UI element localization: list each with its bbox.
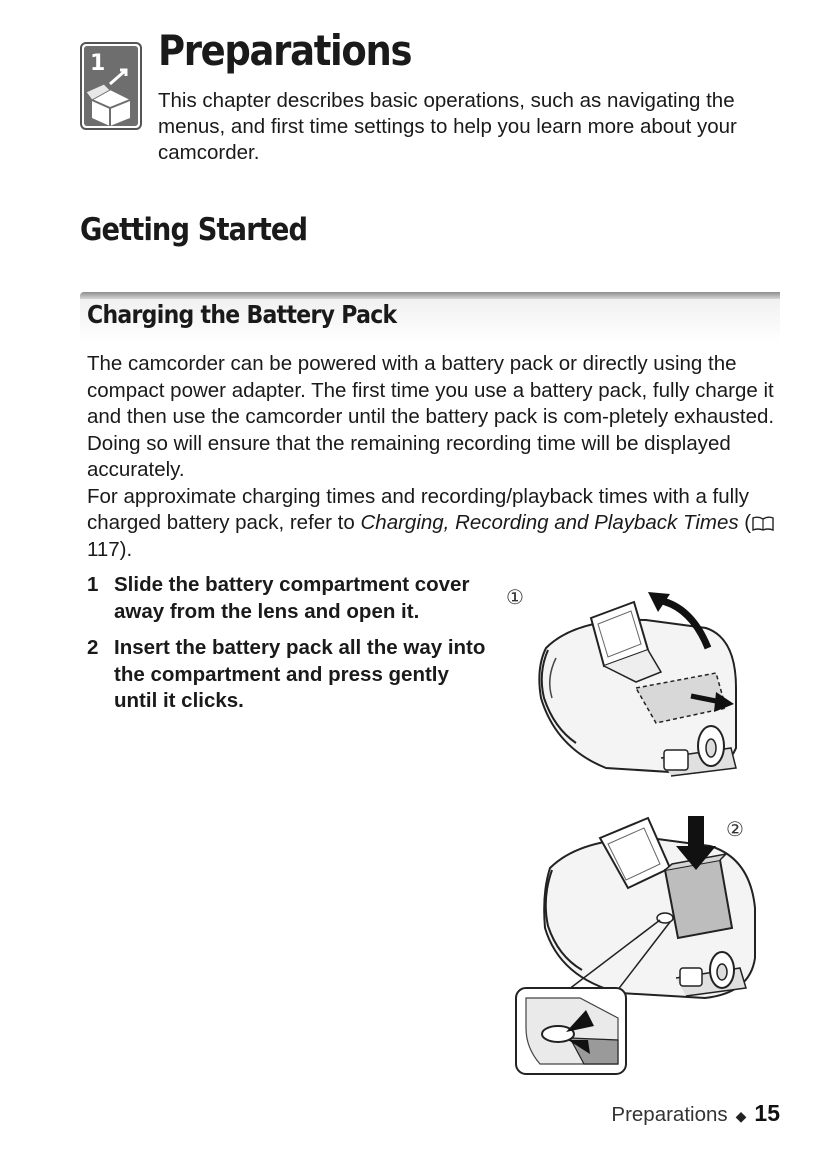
step-number: 1 xyxy=(87,573,99,596)
reference-lead: For approximate charging times and recor… xyxy=(87,484,749,535)
step1-marker: ① xyxy=(506,585,524,609)
book-icon xyxy=(752,516,774,531)
subsection-title: Charging the Battery Pack xyxy=(87,300,397,329)
footer-chapter-name: Preparations xyxy=(611,1103,728,1126)
chapter-intro: This chapter describes basic operations,… xyxy=(158,89,737,164)
diamond-icon: ◆ xyxy=(735,1108,747,1124)
reference-open-paren: ( xyxy=(738,511,752,534)
step2-marker: ② xyxy=(726,817,744,841)
step-text: Slide the battery compartment cover away… xyxy=(114,573,470,623)
section-title: Getting Started xyxy=(80,212,308,248)
page-footer: Preparations ◆ 15 xyxy=(611,1100,780,1127)
subsection-header-background xyxy=(80,298,780,342)
battery-insert-illustration: ② xyxy=(515,816,756,1075)
battery-cover-illustration: ① xyxy=(506,585,737,777)
body-paragraph-1: The camcorder can be powered with a batt… xyxy=(87,352,775,481)
reference-page: 117). xyxy=(87,537,133,561)
list-item: 2 Insert the battery pack all the way in… xyxy=(87,635,487,715)
chapter-1-icon: 1 xyxy=(80,42,142,130)
steps-list: 1 Slide the battery compartment cover aw… xyxy=(87,572,487,725)
list-item: 1 Slide the battery compartment cover aw… xyxy=(87,572,487,625)
subsection-header-bar xyxy=(80,292,780,299)
chapter-number: 1 xyxy=(90,51,105,76)
page-number: 15 xyxy=(754,1100,780,1126)
reference-title: Charging, Recording and Playback Times xyxy=(360,511,739,534)
step-number: 2 xyxy=(87,636,99,659)
step-text: Insert the battery pack all the way into… xyxy=(114,636,486,712)
body-paragraph-2: For approximate charging times and recor… xyxy=(87,484,787,564)
chapter-title: Preparations xyxy=(158,26,412,75)
body-text: The camcorder can be powered with a batt… xyxy=(87,351,787,563)
